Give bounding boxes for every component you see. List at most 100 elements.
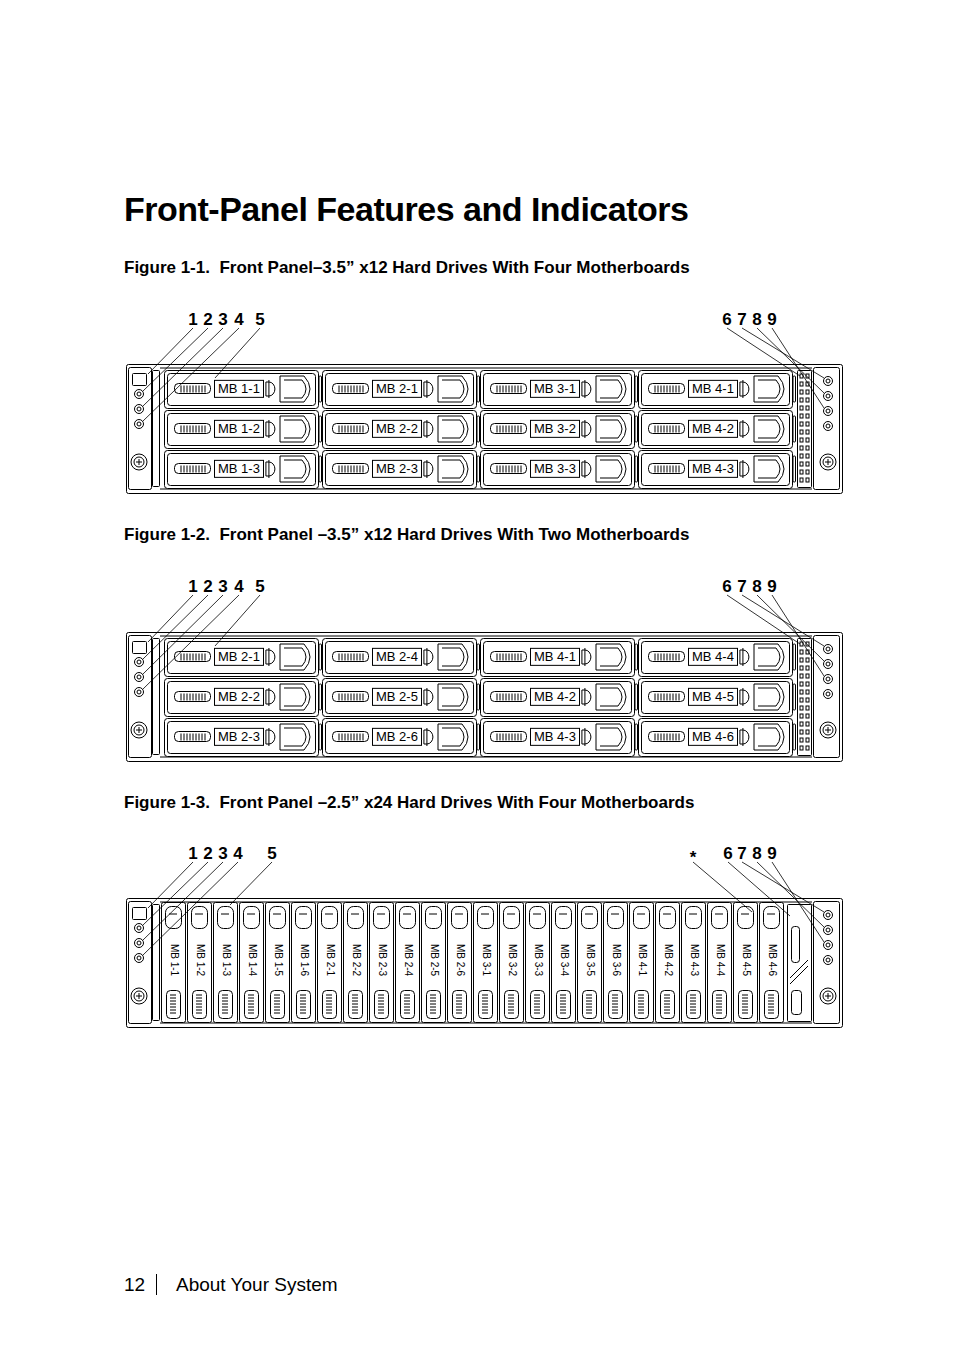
grill-slot — [664, 466, 665, 473]
grill-slot — [378, 995, 384, 996]
grill-slot — [742, 995, 748, 996]
carrier-outline — [323, 679, 477, 717]
led — [806, 666, 809, 670]
drive-carrier — [266, 903, 290, 1023]
grill-slot — [199, 386, 200, 393]
vent-grill — [175, 424, 211, 434]
grill-slot — [768, 1001, 774, 1002]
carrier-face — [326, 374, 474, 406]
grill-slot — [768, 998, 774, 999]
grill-slot — [509, 694, 510, 701]
screw — [131, 988, 147, 1004]
carrier-outline — [708, 903, 732, 1023]
drive-carrier — [639, 679, 796, 717]
carrier-handle — [271, 991, 285, 1019]
grill-slot — [661, 426, 662, 433]
led — [800, 470, 803, 474]
carrier-outline — [318, 903, 342, 1023]
grill-slot — [300, 1007, 306, 1008]
release-lever — [754, 416, 784, 442]
carrier-handle — [401, 991, 415, 1019]
drive-label: MB 2-2 — [214, 688, 264, 706]
grill-slot — [679, 466, 680, 473]
grill-slot — [196, 1004, 202, 1005]
grill-slot — [248, 1013, 254, 1014]
drive-carrier — [323, 371, 480, 409]
indicator-button — [824, 675, 833, 684]
drive-label: MB 3-1 — [530, 380, 580, 398]
drive-label-text: MB 1-2 — [195, 944, 206, 976]
grill-slot — [482, 1007, 488, 1008]
grill-slot — [560, 1013, 566, 1014]
vent-grill — [333, 384, 369, 394]
grill-slot — [667, 734, 668, 741]
grill-slot — [181, 386, 182, 393]
led — [806, 438, 809, 442]
drive-label: MB 2-5 — [429, 943, 439, 977]
lever-inner — [442, 728, 464, 746]
callout-number: 5 — [255, 311, 264, 328]
carrier-face — [326, 682, 474, 714]
drive-carrier — [708, 903, 732, 1023]
latch-outline — [424, 730, 433, 744]
control-panel — [788, 905, 812, 1022]
bay-divider — [635, 684, 638, 710]
right-ear — [814, 368, 840, 490]
grill-slot — [326, 1001, 332, 1002]
drive-label-text: MB 1-2 — [218, 421, 260, 436]
vent-grill — [333, 732, 369, 742]
carrier-outline — [526, 903, 550, 1023]
screw-head — [134, 725, 144, 735]
release-lever — [596, 684, 626, 710]
drive-label-text: MB 3-2 — [507, 944, 518, 976]
carrier-outline — [639, 719, 793, 757]
led — [800, 438, 803, 442]
grill-slot — [190, 734, 191, 741]
lever-inner — [284, 648, 306, 666]
drive-carrier — [578, 903, 602, 1023]
bay-divider — [793, 644, 796, 670]
latch-outline — [740, 650, 749, 664]
led-strip — [798, 371, 812, 488]
carrier-outline — [165, 451, 319, 489]
carrier-outline — [656, 903, 680, 1023]
grill-slot — [342, 466, 343, 473]
led — [800, 446, 803, 450]
latch-outline — [740, 382, 749, 396]
carrier-outline — [734, 903, 758, 1023]
grill-slot — [300, 998, 306, 999]
screw — [820, 454, 836, 470]
figure-caption: Figure 1-1. Front Panel–3.5” x12 Hard Dr… — [124, 259, 690, 276]
release-latch — [660, 907, 676, 929]
grill-slot — [378, 1010, 384, 1011]
drive-label-text: MB 1-1 — [169, 944, 180, 976]
grill-slot — [345, 694, 346, 701]
drive-label: MB 2-3 — [372, 460, 422, 478]
indicator-button — [824, 956, 833, 965]
grill-slot — [205, 654, 206, 661]
grill-slot — [503, 734, 504, 741]
lever-inner — [284, 688, 306, 706]
grill-slot — [378, 1004, 384, 1005]
right-ear — [814, 902, 840, 1024]
drive-label: MB 4-2 — [530, 688, 580, 706]
grill-slot — [664, 1001, 670, 1002]
grill-slot — [456, 995, 462, 996]
grill-slot — [196, 386, 197, 393]
latch-pin — [742, 728, 743, 746]
grill-slot — [670, 734, 671, 741]
bay-divider — [319, 376, 322, 402]
screw-head — [134, 991, 144, 1001]
latch-pin — [584, 648, 585, 666]
drive-label-text: MB 3-3 — [533, 944, 544, 976]
callout-number: 2 — [203, 311, 212, 328]
running-footer: About Your System — [176, 1275, 338, 1294]
drive-label-text: MB 3-5 — [585, 944, 596, 976]
drive-label-text: MB 2-1 — [325, 944, 336, 976]
grill-slot — [503, 426, 504, 433]
grill-slot — [404, 1007, 410, 1008]
latch-symbol — [424, 728, 433, 746]
screw-slot — [828, 993, 829, 999]
release-latch — [296, 907, 312, 929]
lever-inner — [600, 460, 622, 478]
